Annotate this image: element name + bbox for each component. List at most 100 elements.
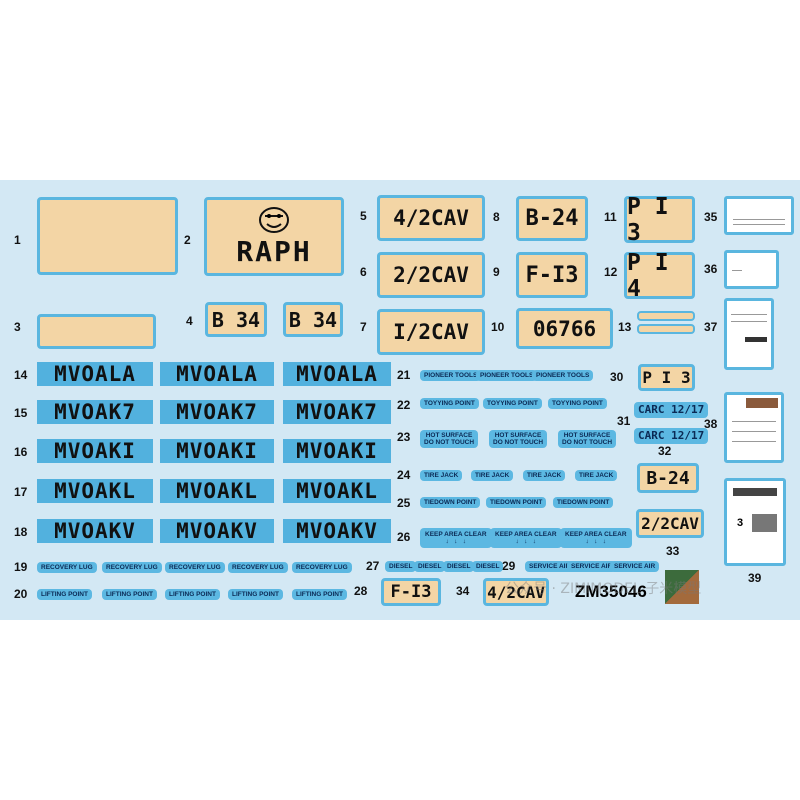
lifting-label: LIFTING POINT [37, 589, 92, 601]
decal-number-6: 6 [360, 265, 367, 279]
arrows-icon: ↓ ↓ ↓ [515, 538, 537, 546]
decal-number-1: 1 [14, 233, 21, 247]
decal-7: I/2CAV [377, 309, 485, 355]
decal-number-16: 16 [14, 445, 28, 459]
decal-1-blank [37, 197, 178, 275]
keep-text: KEEP AREA CLEAR [495, 531, 557, 538]
diesel-label: DIESEL [385, 561, 417, 573]
mv-decal: MVOAKI [160, 439, 274, 463]
mv-decal: MVOAKV [37, 519, 153, 543]
decal-3-blank [37, 314, 156, 349]
lifting-label: LIFTING POINT [102, 589, 157, 601]
tiedown-label: TIEDOWN POINT [553, 497, 614, 509]
decal-number-28: 28 [354, 584, 368, 598]
decal-number-20: 20 [14, 587, 28, 601]
decal-number-33: 33 [666, 544, 680, 558]
keep-text: KEEP AREA CLEAR [565, 531, 627, 538]
mv-decal: MVOALA [283, 362, 391, 386]
decal-35-document [724, 196, 794, 235]
tiedown-label: TIEDOWN POINT [486, 497, 547, 509]
decal-number-12: 12 [604, 265, 618, 279]
decal-number-35: 35 [704, 210, 718, 224]
decal-34: 4/2CAV [483, 578, 549, 606]
decal-4b: B 34 [283, 302, 343, 337]
decal-number-24: 24 [397, 468, 411, 482]
hot-line1: HOT SURFACE [563, 432, 611, 439]
arrows-icon: ↓ ↓ ↓ [585, 538, 607, 546]
decal-36-document [724, 250, 779, 289]
raph-text: RAPH [236, 235, 312, 268]
recovery-label: RECOVERY LUG [165, 562, 225, 574]
keep-area-clear-label: KEEP AREA CLEAR↓ ↓ ↓ [420, 528, 492, 549]
decal-number-21: 21 [397, 368, 411, 382]
pioneer-label: PIONEER TOOLS [532, 370, 594, 382]
tire-label: TIRE JACK [523, 470, 566, 482]
decal-6: 2/2CAV [377, 252, 485, 298]
mv-decal: MVOAKI [283, 439, 391, 463]
service-label: SERVICE AIR [525, 561, 575, 573]
decal-number-38: 38 [704, 417, 718, 431]
decal-39-document: 3 [724, 478, 786, 566]
decal-number-9: 9 [493, 265, 500, 279]
doc-number: 3 [737, 517, 744, 529]
mv-decal: MVOAK7 [283, 400, 391, 424]
decal-number-23: 23 [397, 430, 411, 444]
decal-32: CARC 12/17 [634, 428, 709, 445]
decal-30: P I 3 [638, 364, 695, 391]
decal-number-11: 11 [604, 210, 617, 224]
decal-number-5: 5 [360, 209, 367, 223]
decal-4a: B 34 [205, 302, 267, 337]
decal-37-document [724, 298, 774, 370]
decal-number-3: 3 [14, 320, 21, 334]
hot-line2: DO NOT TOUCH [493, 439, 544, 447]
hot-line1: HOT SURFACE [425, 432, 473, 439]
decal-number-34: 34 [456, 584, 470, 598]
diesel-label: DIESEL [443, 561, 475, 573]
decal-number-31: 31 [617, 414, 631, 428]
watermark: 公众号 · ZIMIMODEL 子米模型 [505, 581, 702, 597]
lifting-label: LIFTING POINT [165, 589, 220, 601]
decal-11: P I 3 [624, 194, 695, 246]
recovery-label: RECOVERY LUG [102, 562, 162, 574]
mv-decal: MVOAKI [37, 439, 153, 463]
face-icon [259, 207, 289, 233]
decal-number-19: 19 [14, 560, 28, 574]
lifting-label: LIFTING POINT [292, 589, 347, 601]
hot-line1: HOT SURFACE [494, 432, 542, 439]
keep-text: KEEP AREA CLEAR [425, 531, 487, 538]
decal-number-27: 27 [366, 559, 380, 573]
service-label: SERVICE AIR [567, 561, 617, 573]
service-label: SERVICE AIR [610, 561, 660, 573]
decal-13b [637, 324, 695, 334]
mv-decal: MVOAKL [283, 479, 391, 503]
lifting-label: LIFTING POINT [228, 589, 283, 601]
decal-number-18: 18 [14, 525, 28, 539]
tire-label: TIRE JACK [420, 470, 463, 482]
decal-9: F-I3 [516, 252, 588, 298]
tire-label: TIRE JACK [575, 470, 618, 482]
zimimodel-logo [665, 570, 699, 604]
keep-area-clear-label: KEEP AREA CLEAR↓ ↓ ↓ [560, 528, 632, 549]
tire-label: TIRE JACK [471, 470, 514, 482]
mv-decal: MVOAKV [160, 519, 274, 543]
arrows-icon: ↓ ↓ ↓ [445, 538, 467, 546]
decal-number-39: 39 [748, 571, 762, 585]
decal-number-32: 32 [658, 444, 672, 458]
decal-b24-small: B-24 [637, 463, 699, 493]
decal-number-8: 8 [493, 210, 500, 224]
mv-decal: MVOAKV [283, 519, 391, 543]
recovery-label: RECOVERY LUG [228, 562, 288, 574]
mv-decal: MVOAK7 [160, 400, 274, 424]
decal-12: P I 4 [624, 250, 695, 302]
decal-number-4: 4 [186, 314, 193, 328]
mv-decal: MVOALA [160, 362, 274, 386]
product-code: ZM35046 [575, 582, 647, 601]
diesel-label: DIESEL [414, 561, 446, 573]
decal-number-7: 7 [360, 320, 367, 334]
towing-label: TOYYING POINT [420, 398, 479, 410]
decal-number-13: 13 [618, 320, 632, 334]
decal-number-26: 26 [397, 530, 411, 544]
